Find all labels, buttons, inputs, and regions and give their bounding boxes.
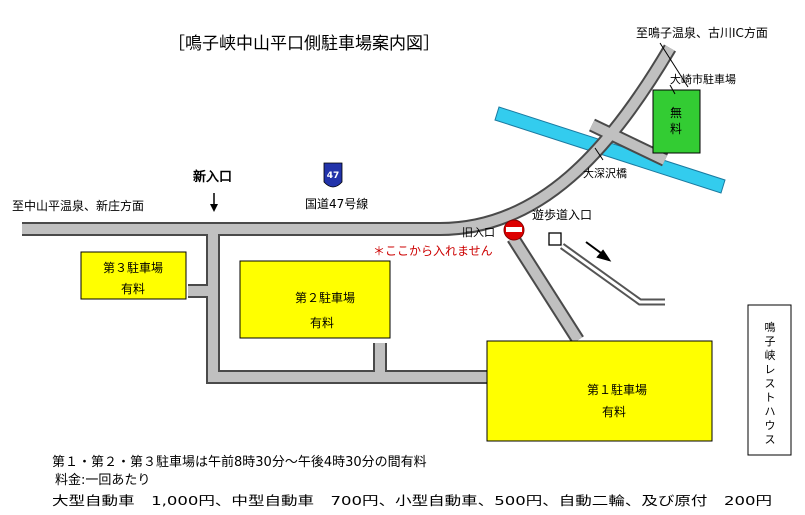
label-old-entrance: 旧入口 bbox=[462, 226, 495, 239]
river bbox=[494, 106, 726, 194]
note-fee-label: 料金:一回あたり bbox=[55, 472, 150, 488]
parking-lot-2 bbox=[239, 260, 391, 339]
leader-lines bbox=[594, 42, 689, 161]
label-no-entry-note: ＊ここから入れません bbox=[373, 244, 493, 258]
note-fees: 大型自動車 1,000円、中型自動車 700円、小型自動車、500円、自動二輪、… bbox=[52, 493, 772, 508]
parking-3-fee: 有料 bbox=[121, 282, 145, 296]
parking-3-name: 第３駐車場 bbox=[103, 260, 163, 275]
svg-text:子: 子 bbox=[765, 335, 776, 348]
svg-text:ス: ス bbox=[765, 377, 776, 390]
label-free-1: 無 bbox=[670, 105, 682, 120]
no-entry-icon bbox=[503, 219, 525, 241]
parking-2-fee: 有料 bbox=[310, 316, 334, 330]
parking-lot-1 bbox=[486, 340, 713, 442]
label-route-47: 国道47号線 bbox=[305, 196, 368, 211]
parking-1-name: 第１駐車場 bbox=[587, 382, 647, 397]
label-new-entrance: 新入口 bbox=[193, 169, 232, 185]
trail-entrance-marker bbox=[548, 232, 562, 246]
trail-arrow bbox=[585, 241, 612, 262]
route-47-shield-number: 47 bbox=[327, 171, 340, 181]
svg-text:峡: 峡 bbox=[765, 348, 776, 362]
svg-text:ト: ト bbox=[765, 391, 776, 404]
svg-text:ハ: ハ bbox=[765, 405, 776, 418]
label-to-nakayama: 至中山平温泉、新庄方面 bbox=[12, 198, 144, 213]
label-to-onsen: 至鳴子温泉、古川IC方面 bbox=[636, 25, 768, 40]
roads bbox=[22, 44, 677, 384]
osaki-free-parking bbox=[652, 89, 701, 154]
svg-text:ウ: ウ bbox=[765, 419, 776, 432]
label-bridge: 大深沢橋 bbox=[583, 166, 627, 180]
parking-lot-3 bbox=[80, 251, 187, 300]
label-osaki-parking: 大崎市駐車場 bbox=[670, 72, 736, 86]
rest-house-label: 鳴 子 峡 レ ス ト ハ ウ ス bbox=[765, 320, 776, 446]
svg-text:レ: レ bbox=[765, 363, 776, 376]
svg-text:ス: ス bbox=[765, 433, 776, 446]
parking-2-name: 第２駐車場 bbox=[295, 290, 355, 305]
svg-text:鳴: 鳴 bbox=[765, 320, 776, 334]
label-free-2: 料 bbox=[670, 122, 682, 136]
route-47-shield-icon bbox=[323, 162, 343, 188]
parking-1-fee: 有料 bbox=[602, 405, 626, 419]
map-title: ［鳴子峡中山平口側駐車場案内図］ bbox=[168, 34, 440, 54]
new-entrance-arrow bbox=[210, 193, 218, 212]
rest-house bbox=[747, 304, 792, 456]
walking-trail bbox=[559, 243, 665, 306]
note-hours: 第１・第２・第３駐車場は午前8時30分～午後4時30分の間有料 bbox=[52, 454, 427, 470]
label-trail-entrance: 遊歩道入口 bbox=[532, 207, 592, 222]
